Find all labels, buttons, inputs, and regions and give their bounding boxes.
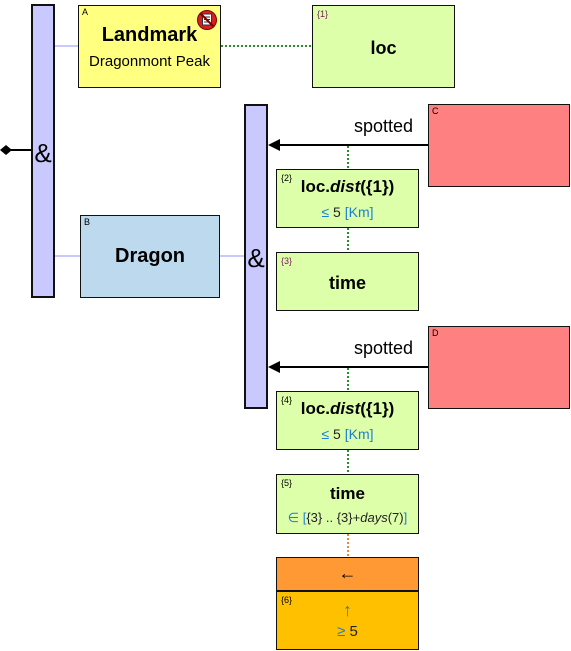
node-tag: C [432,106,439,116]
edge-label-spotted: spotted [354,338,414,358]
condition-tag: {4} [281,395,293,405]
node-tag: D [432,328,439,338]
no-document-icon[interactable] [196,9,218,31]
dragon-node[interactable]: B Dragon [80,215,220,298]
and-symbol: & [34,138,52,168]
and-symbol: & [247,243,265,273]
sort-ascending-icon: ↑ [343,600,352,620]
condition-expression: loc.dist({1}) [300,177,395,196]
spotted-node-c[interactable]: C [428,104,570,187]
node-tag: B [84,217,91,227]
variable-tag: {1} [317,9,329,19]
and-operator-root[interactable]: & [31,4,55,298]
aggregate-constraint: ≥ 5 [337,623,358,640]
time-variable-node-3[interactable]: {3} time [276,252,419,311]
edge-label-spotted: spotted [354,116,414,136]
spotted-node-d[interactable]: D [428,326,570,409]
condition-node-2[interactable]: {2} loc.dist({1}) ≤ 5 [Km] [276,169,419,228]
condition-tag: {5} [281,478,293,488]
node-subtitle: Dragonmont Peak [89,53,210,70]
and-operator-dragon[interactable]: & [244,104,268,409]
variable-label: loc [370,38,397,58]
condition-constraint: ≤ 5 [Km] [321,204,374,220]
landmark-node[interactable]: A Landmark Dragonmont Peak [78,5,221,88]
node-title: Landmark [101,24,198,46]
condition-label: time [330,484,365,503]
node-tag: A [82,7,89,17]
condition-tag: {2} [281,173,293,183]
variable-tag: {3} [281,256,293,266]
aggregate-tag: {6} [281,595,293,605]
left-arrow-icon: ← [338,563,357,583]
condition-node-4[interactable]: {4} loc.dist({1}) ≤ 5 [Km] [276,391,419,450]
condition-expression: loc.dist({1}) [300,399,395,418]
loc-variable-node[interactable]: {1} loc [312,5,455,88]
node-title: Dragon [115,245,185,267]
variable-label: time [328,273,366,293]
time-condition-node-5[interactable]: {5} time ∈ [{3} .. {3}+days(7)] [276,474,419,534]
time-range-constraint: ∈ [{3} .. {3}+days(7)] [287,510,408,525]
aggregate-header[interactable]: ← [276,557,419,591]
condition-constraint: ≤ 5 [Km] [321,426,374,442]
aggregate-node-6[interactable]: {6} ↑ ≥ 5 [276,591,419,650]
